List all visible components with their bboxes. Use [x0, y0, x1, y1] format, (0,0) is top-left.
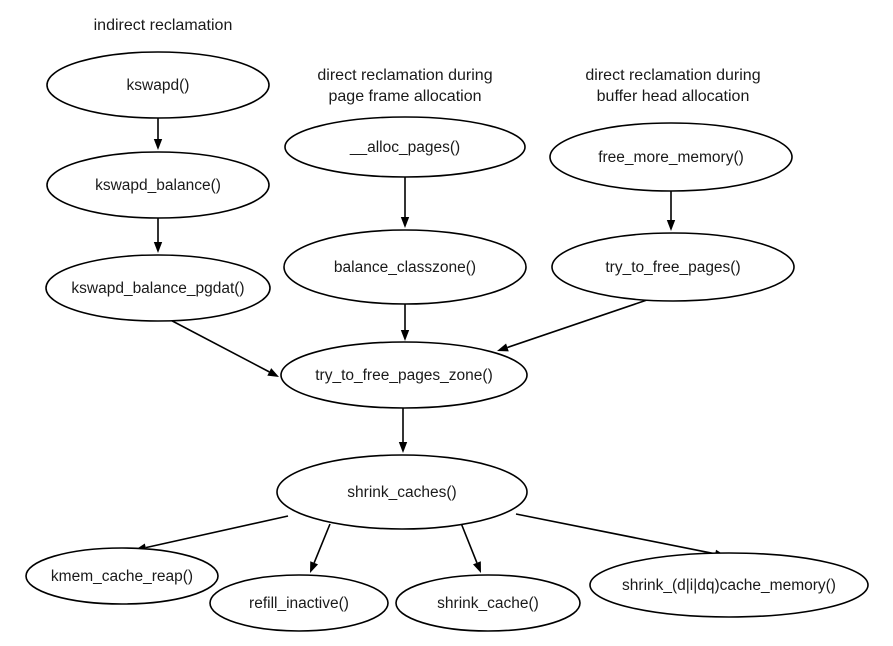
- edge-try_to_free_pages_zone-to-shrink_caches: [398, 408, 408, 453]
- edge-shrink_caches-to-shrink_cache: [460, 522, 481, 573]
- node-ellipse[interactable]: [284, 116, 526, 178]
- node-label: refill_inactive(): [249, 595, 349, 612]
- arrowhead-icon: [267, 368, 279, 377]
- group-caption-line: direct reclamation during: [585, 67, 760, 84]
- arrowhead-icon: [153, 139, 163, 150]
- group-caption-line: direct reclamation during: [317, 67, 492, 84]
- node-label: __alloc_pages(): [349, 139, 460, 156]
- node-ellipse[interactable]: [280, 341, 528, 409]
- edge-kswapd_balance_pgdat-to-try_to_free_pages_zone: [158, 313, 279, 377]
- node-ellipse[interactable]: [589, 552, 869, 618]
- arrowhead-icon: [400, 330, 410, 341]
- node-ellipse[interactable]: [551, 232, 795, 302]
- edges-layer: [135, 118, 726, 573]
- group-caption-line: buffer head allocation: [597, 88, 750, 105]
- node-label: free_more_memory(): [598, 149, 744, 166]
- arrowhead-icon: [310, 561, 319, 573]
- node-free_more_memory[interactable]: free_more_memory(): [549, 122, 793, 192]
- arrowhead-icon: [473, 561, 481, 573]
- nodes-layer: kswapd() kswapd_balance() kswapd_balance_p…: [25, 51, 869, 632]
- edge-alloc_pages-to-balance_classzone: [400, 177, 410, 228]
- node-label: kmem_cache_reap(): [51, 568, 193, 585]
- node-ellipse[interactable]: [283, 229, 527, 305]
- node-label: shrink_(d|i|dq)cache_memory(): [622, 577, 836, 594]
- group-caption: direct reclamation during buffer head all…: [585, 67, 760, 105]
- node-ellipse[interactable]: [25, 547, 219, 605]
- node-ellipse[interactable]: [46, 151, 270, 219]
- node-shrink_cache[interactable]: shrink_cache(): [395, 574, 581, 632]
- node-label: shrink_cache(): [437, 595, 539, 612]
- node-ellipse[interactable]: [209, 574, 389, 632]
- edge-free_more_memory-to-try_to_free_pages: [666, 191, 676, 231]
- arrowhead-icon: [497, 343, 509, 352]
- node-kmem_cache_reap[interactable]: kmem_cache_reap(): [25, 547, 219, 605]
- edge-kswapd_balance-to-kswapd_balance_pgdat: [153, 218, 163, 253]
- node-kswapd_balance_pgdat[interactable]: kswapd_balance_pgdat(): [45, 254, 271, 322]
- node-label: try_to_free_pages_zone(): [315, 367, 493, 384]
- node-ellipse[interactable]: [395, 574, 581, 632]
- group-caption-line: indirect reclamation: [94, 17, 233, 34]
- node-label: balance_classzone(): [334, 259, 476, 276]
- node-ellipse[interactable]: [276, 454, 528, 530]
- group-labels-layer: indirect reclamation direct reclamation d…: [94, 17, 761, 105]
- edge-balance_classzone-to-try_to_free_pages_zone: [400, 304, 410, 341]
- node-refill_inactive[interactable]: refill_inactive(): [209, 574, 389, 632]
- arrowhead-icon: [398, 442, 408, 453]
- node-ellipse[interactable]: [549, 122, 793, 192]
- node-alloc_pages[interactable]: __alloc_pages(): [284, 116, 526, 178]
- node-ellipse[interactable]: [45, 254, 271, 322]
- group-caption-line: page frame allocation: [329, 88, 482, 105]
- node-label: kswapd_balance_pgdat(): [71, 280, 244, 297]
- edge-shrink_caches-to-refill_inactive: [310, 523, 331, 573]
- edge-try_to_free_pages-to-try_to_free_pages_zone: [497, 299, 648, 352]
- node-try_to_free_pages[interactable]: try_to_free_pages(): [551, 232, 795, 302]
- node-label: try_to_free_pages(): [605, 259, 740, 276]
- node-shrink_caches[interactable]: shrink_caches(): [276, 454, 528, 530]
- arrowhead-icon: [400, 217, 410, 228]
- node-label: shrink_caches(): [347, 484, 456, 501]
- node-kswapd_balance[interactable]: kswapd_balance(): [46, 151, 270, 219]
- edge-shrink_caches-to-shrink_dq_cache_memory: [515, 513, 726, 558]
- node-ellipse[interactable]: [46, 51, 270, 119]
- node-shrink_dq_cache_memory[interactable]: shrink_(d|i|dq)cache_memory(): [589, 552, 869, 618]
- edge-kswapd-to-kswapd_balance: [153, 118, 163, 150]
- edge-shrink_caches-to-kmem_cache_reap: [135, 515, 289, 552]
- node-kswapd[interactable]: kswapd(): [46, 51, 270, 119]
- group-caption: direct reclamation during page frame allo…: [317, 67, 492, 105]
- arrowhead-icon: [153, 242, 163, 253]
- group-caption: indirect reclamation: [94, 17, 233, 34]
- node-label: kswapd_balance(): [95, 177, 221, 194]
- node-try_to_free_pages_zone[interactable]: try_to_free_pages_zone(): [280, 341, 528, 409]
- node-label: kswapd(): [127, 77, 190, 94]
- node-balance_classzone[interactable]: balance_classzone(): [283, 229, 527, 305]
- arrowhead-icon: [666, 220, 676, 231]
